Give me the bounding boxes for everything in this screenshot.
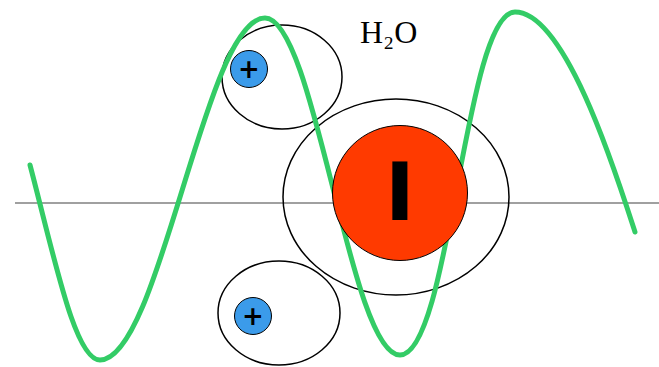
cation-circle: + — [234, 297, 272, 335]
molecule-label: H₂O — [360, 16, 417, 48]
sine-wave — [30, 12, 635, 360]
charge-sign: I — [385, 153, 415, 233]
iodide-ion: I — [332, 125, 468, 261]
charge-sign: + — [242, 303, 264, 329]
charge-sign: + — [238, 56, 260, 82]
hydration-shell — [218, 261, 340, 365]
cation-circle: + — [230, 50, 268, 88]
